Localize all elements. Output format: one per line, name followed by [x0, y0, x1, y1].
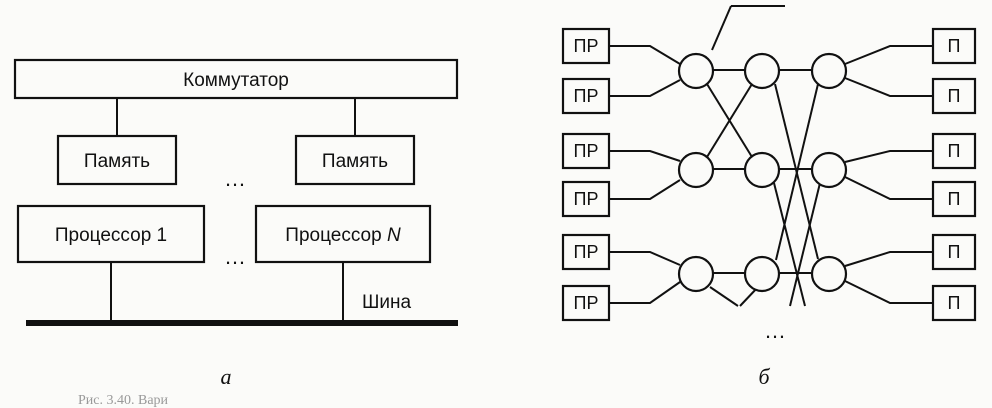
processor-boxes: ПР ПР ПР ПР ПР ПР	[561, 27, 611, 322]
processor-ellipsis: …	[224, 244, 248, 269]
switch-nodes	[677, 52, 848, 293]
bus-bar	[26, 320, 458, 326]
wire	[709, 286, 739, 307]
wire	[844, 150, 933, 163]
memory-box	[931, 284, 977, 322]
memory-label: П	[948, 293, 961, 313]
output-wires	[844, 45, 933, 304]
wire	[789, 182, 821, 307]
switch-node	[743, 151, 781, 189]
switch-box	[13, 58, 459, 100]
wire	[609, 179, 681, 200]
processor-box-n	[254, 204, 432, 264]
memory-label: П	[948, 189, 961, 209]
switch-node	[677, 151, 715, 189]
processor-label: ПР	[574, 242, 599, 262]
wire	[844, 77, 933, 97]
wire	[773, 182, 806, 307]
input-wires	[609, 45, 681, 304]
memory-label: П	[948, 141, 961, 161]
processor-label: ПР	[574, 86, 599, 106]
switch-node	[677, 255, 715, 293]
figure-reference: Рис. 3.40. Вари	[78, 393, 169, 408]
caption-b: б	[758, 364, 770, 389]
switch-node	[810, 52, 848, 90]
memory-label: П	[948, 242, 961, 262]
memory-label: П	[948, 86, 961, 106]
wire	[844, 280, 933, 304]
switch-label: Коммутатор	[183, 70, 289, 91]
wire	[609, 45, 681, 65]
processor-label: ПР	[574, 189, 599, 209]
wire	[844, 251, 933, 267]
wire	[844, 45, 933, 65]
interstage-wires	[706, 69, 821, 307]
processor-label: ПР	[574, 293, 599, 313]
wire	[609, 79, 681, 97]
processor-box-1	[16, 204, 206, 264]
wire	[844, 176, 933, 200]
bus-label: Шина	[362, 292, 412, 313]
memory-label-n: Память	[322, 151, 388, 172]
processor-label-1: Процессор 1	[55, 225, 167, 246]
memory-box	[931, 132, 977, 170]
switch-node	[743, 255, 781, 293]
wire	[609, 281, 681, 304]
processor-label-n: Процессор N	[285, 225, 401, 246]
switch-node	[677, 52, 715, 90]
memory-box	[931, 27, 977, 65]
network-ellipsis: …	[764, 318, 788, 343]
switch-node	[810, 151, 848, 189]
memory-ellipsis: …	[224, 166, 248, 191]
memory-boxes: П П П П П П	[931, 27, 977, 322]
switch-node	[810, 255, 848, 293]
memory-label-1: Память	[84, 151, 150, 172]
figure-a: Коммутатор Память Память … Процессор 1 П…	[13, 58, 459, 389]
wire	[609, 251, 681, 266]
caption-a: а	[221, 364, 232, 389]
processor-box	[561, 77, 611, 115]
wire	[609, 150, 681, 162]
switch-node	[743, 52, 781, 90]
memory-box-1	[56, 134, 178, 186]
wire	[775, 83, 819, 261]
processor-label: ПР	[574, 141, 599, 161]
leader-line	[711, 5, 732, 51]
wire	[706, 83, 753, 158]
figure-b: ПР ПР ПР ПР ПР ПР П П П П П П	[561, 5, 977, 389]
memory-label: П	[948, 36, 961, 56]
processor-label: ПР	[574, 36, 599, 56]
